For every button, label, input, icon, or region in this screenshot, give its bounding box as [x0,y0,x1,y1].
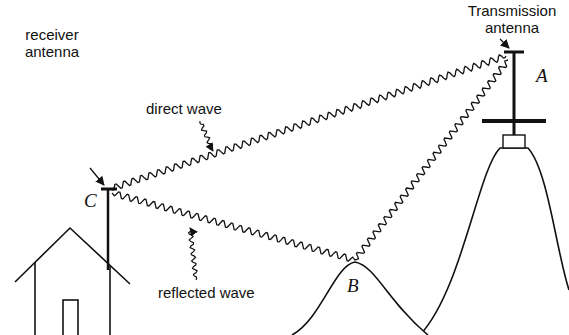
receiver-mast [107,189,110,270]
tower-base [503,135,525,148]
house-wall [34,262,36,335]
leader-arrow [200,121,213,151]
wave-label: direct wave [146,100,256,117]
antenna-label: receiver antenna [10,26,94,60]
reflected-wave [112,60,508,261]
point-letter: B [347,276,367,296]
house-roof [15,228,130,284]
antenna-label: Transmission antenna [460,2,564,36]
point-letter: A [536,66,556,86]
mountain [420,148,569,335]
antenna-mast [513,52,516,135]
direct-wave [110,55,506,190]
point-letter: C [84,191,104,211]
hill [292,262,428,335]
wave-label: reflected wave [158,284,288,301]
leader-arrow [90,168,104,185]
antenna-top [504,51,524,54]
house-door [63,300,78,335]
leader-arrow [189,228,198,280]
house-wall [109,266,111,335]
leader-arrow [500,39,509,48]
